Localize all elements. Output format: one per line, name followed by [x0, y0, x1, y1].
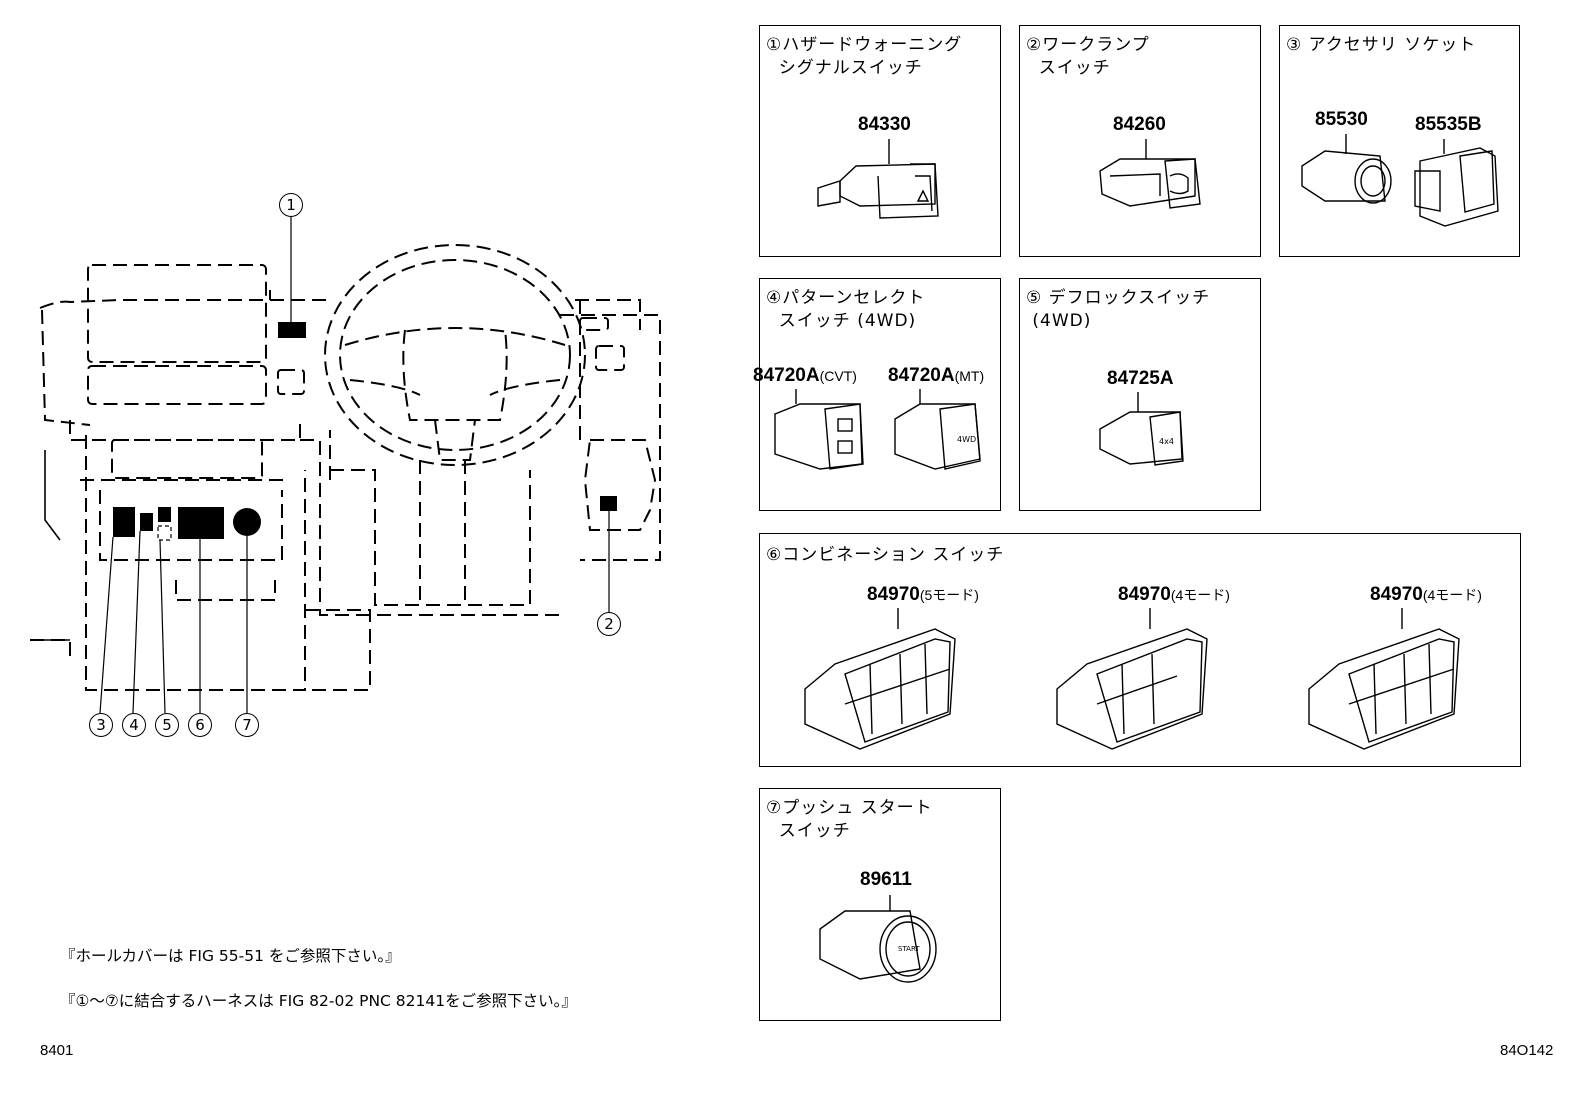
panel-5-title: ⑤ デフロックスイッチ (4WD): [1026, 288, 1211, 331]
callout-4-digit: 4: [129, 716, 139, 734]
part-number-84330: 84330: [858, 114, 911, 135]
part-number-84970-5mode: 84970(5モード): [867, 584, 979, 605]
callout-1: [279, 193, 303, 217]
callout-7-digit: 7: [242, 716, 252, 734]
callout-4: [122, 713, 146, 737]
part-number-89611: 89611: [860, 869, 912, 890]
callout-1-digit: 1: [286, 196, 296, 214]
part-number-84970-4mode-a: 84970(4モード): [1118, 584, 1230, 605]
hole-cover-note: 『ホールカバーは FIG 55-51 をご参照下さい。』: [60, 947, 401, 965]
panel-1-title: ①ハザードウォーニング シグナルスイッチ: [766, 35, 963, 78]
pattern-select-icon: 4WD: [774, 389, 981, 470]
panel-pattern-select-switch: ④パターンセレクト スイッチ (4WD) 84720A(CVT) 84720A(…: [753, 278, 1001, 511]
panel-hazard-switch: ①ハザードウォーニング シグナルスイッチ 84330: [759, 25, 1001, 257]
dashboard-overview-drawing: [30, 216, 661, 714]
socket-icon: [1301, 134, 1499, 227]
part-number-84720A-mt: 84720A(MT): [888, 365, 985, 386]
push-start-icon: START: [819, 895, 937, 983]
callout-2-digit: 2: [604, 615, 614, 633]
part-number-84725A: 84725A: [1107, 368, 1174, 389]
panel-6-title: ⑥コンビネーション スイッチ: [766, 545, 1005, 565]
diff-lock-icon: 4x4: [1099, 392, 1184, 466]
panel-work-lamp-switch: ②ワークランプ スイッチ 84260: [1019, 25, 1261, 257]
svg-text:START: START: [898, 945, 920, 953]
panel-combination-switch: ⑥コンビネーション スイッチ 84970(5モード) 84970(4モード) 8…: [759, 533, 1521, 767]
panel-2-title: ②ワークランプ スイッチ: [1026, 35, 1150, 78]
panel-7-title: ⑦プッシュ スタート スイッチ: [766, 798, 933, 841]
panel-diff-lock-switch: ⑤ デフロックスイッチ (4WD) 84725A 4x4: [1019, 278, 1261, 511]
callout-2: [597, 612, 621, 636]
callout-6: [188, 713, 212, 737]
footer-right-code: 84O142: [1500, 1042, 1554, 1059]
harness-note: 『①～⑦に結合するハーネスは FIG 82-02 PNC 82141をご参照下さ…: [60, 992, 577, 1010]
part-number-85535B: 85535B: [1415, 114, 1482, 135]
footer-left-code: 8401: [40, 1042, 74, 1059]
svg-text:4WD: 4WD: [957, 435, 976, 444]
callout-5-digit: 5: [162, 716, 172, 734]
callout-3: [89, 713, 113, 737]
panel-3-title: ③ アクセサリ ソケット: [1286, 35, 1477, 55]
callout-6-digit: 6: [195, 716, 205, 734]
panel-4-title: ④パターンセレクト スイッチ (4WD): [766, 288, 926, 331]
combination-switch-icon: [804, 608, 1460, 750]
callout-3-digit: 3: [96, 716, 106, 734]
part-number-84970-4mode-b: 84970(4モード): [1370, 584, 1482, 605]
part-number-84260: 84260: [1113, 114, 1166, 135]
part-number-85530: 85530: [1315, 109, 1368, 130]
panel-accessory-socket: ③ アクセサリ ソケット 85530 85535B: [1279, 25, 1520, 257]
callout-5: [155, 713, 179, 737]
svg-text:4x4: 4x4: [1159, 437, 1174, 446]
panel-push-start-switch: ⑦プッシュ スタート スイッチ 89611 START: [759, 788, 1001, 1021]
work-lamp-icon: [1099, 139, 1201, 209]
callout-7: [235, 713, 259, 737]
part-number-84720A-cvt: 84720A(CVT): [753, 365, 857, 386]
hazard-triangle-icon: [817, 139, 939, 219]
